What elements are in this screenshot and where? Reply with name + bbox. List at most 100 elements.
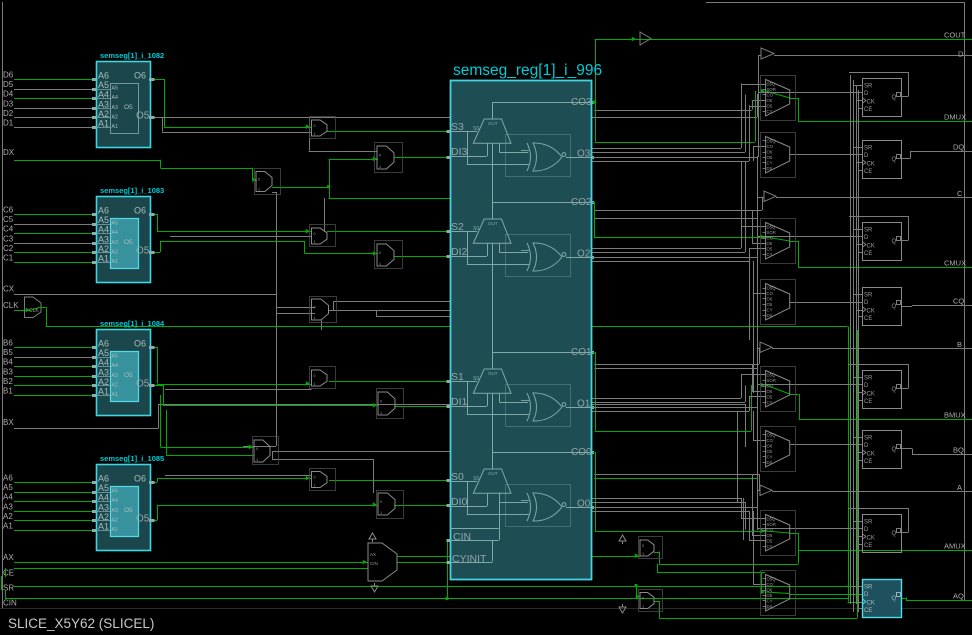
svg-text:OUT: OUT bbox=[488, 471, 498, 476]
svg-text:CO2: CO2 bbox=[571, 197, 592, 208]
svg-text:semseg[1]_i_1085: semseg[1]_i_1085 bbox=[100, 454, 164, 463]
svg-text:CY: CY bbox=[767, 454, 773, 459]
svg-text:0: 0 bbox=[642, 597, 644, 601]
svg-text:1: 1 bbox=[314, 382, 316, 386]
svg-text:O6: O6 bbox=[767, 533, 773, 538]
svg-text:D5Q: D5Q bbox=[767, 81, 776, 86]
svg-text:SR: SR bbox=[864, 146, 873, 152]
svg-text:O5Q: O5Q bbox=[767, 576, 777, 581]
svg-text:CIN: CIN bbox=[370, 561, 378, 566]
svg-text:A1: A1 bbox=[112, 259, 118, 265]
svg-text:DI0: DI0 bbox=[451, 496, 468, 508]
svg-text:B1: B1 bbox=[3, 387, 13, 396]
svg-text:O6: O6 bbox=[767, 389, 773, 394]
svg-text:D2: D2 bbox=[3, 109, 14, 118]
svg-text:XOR: XOR bbox=[767, 230, 776, 235]
svg-text:COUT: COUT bbox=[944, 31, 966, 40]
svg-text:A6: A6 bbox=[3, 474, 13, 483]
svg-text:Q: Q bbox=[892, 304, 897, 310]
svg-text:S0: S0 bbox=[473, 226, 479, 232]
svg-text:A5: A5 bbox=[112, 489, 118, 495]
svg-text:1: 1 bbox=[379, 262, 381, 266]
svg-text:0: 0 bbox=[258, 178, 260, 182]
svg-text:0: 0 bbox=[379, 153, 381, 157]
svg-text:1: 1 bbox=[314, 316, 316, 320]
svg-text:A1: A1 bbox=[98, 522, 109, 532]
svg-text:CO1: CO1 bbox=[571, 347, 592, 358]
svg-text:A1: A1 bbox=[98, 119, 109, 129]
svg-text:CY: CY bbox=[767, 109, 773, 114]
svg-text:O5: O5 bbox=[124, 372, 133, 379]
svg-text:A3: A3 bbox=[112, 508, 118, 514]
svg-text:A4: A4 bbox=[98, 225, 109, 235]
svg-text:0: 0 bbox=[314, 124, 316, 128]
svg-text:DX: DX bbox=[767, 460, 773, 465]
svg-text:O5: O5 bbox=[767, 538, 773, 543]
svg-text:0: 0 bbox=[314, 374, 316, 378]
svg-text:O5: O5 bbox=[136, 379, 150, 390]
svg-text:Q: Q bbox=[892, 157, 897, 163]
svg-text:CK: CK bbox=[867, 309, 875, 315]
svg-text:CO: CO bbox=[767, 144, 774, 149]
svg-text:B4: B4 bbox=[3, 358, 13, 367]
svg-text:SR: SR bbox=[864, 293, 873, 299]
svg-text:OUT: OUT bbox=[488, 121, 498, 126]
svg-text:A2: A2 bbox=[98, 109, 109, 119]
svg-text:D5Q: D5Q bbox=[767, 372, 776, 377]
svg-text:O6: O6 bbox=[134, 339, 146, 349]
svg-text:C2: C2 bbox=[3, 244, 14, 253]
svg-text:BX: BX bbox=[3, 418, 14, 427]
svg-text:1: 1 bbox=[258, 188, 260, 192]
svg-text:A4: A4 bbox=[3, 493, 13, 502]
svg-text:A2: A2 bbox=[112, 249, 118, 255]
svg-text:CY: CY bbox=[767, 307, 773, 312]
svg-text:A1: A1 bbox=[3, 522, 13, 531]
svg-text:1: 1 bbox=[256, 458, 258, 462]
svg-text:AX: AX bbox=[370, 552, 376, 557]
svg-text:A1: A1 bbox=[112, 124, 118, 130]
svg-text:B: B bbox=[957, 340, 962, 349]
svg-text:CE: CE bbox=[864, 251, 872, 257]
svg-text:semseg[1]_i_1083: semseg[1]_i_1083 bbox=[100, 186, 164, 195]
svg-text:O5: O5 bbox=[136, 246, 150, 257]
svg-text:XOR: XOR bbox=[767, 87, 776, 92]
svg-text:A4: A4 bbox=[112, 363, 118, 369]
svg-text:O5: O5 bbox=[767, 302, 773, 307]
svg-text:CQ: CQ bbox=[953, 297, 964, 306]
svg-text:CLK: CLK bbox=[29, 308, 39, 314]
svg-text:D: D bbox=[864, 443, 869, 449]
svg-text:Q: Q bbox=[892, 596, 897, 602]
svg-text:B2: B2 bbox=[3, 377, 13, 386]
svg-text:D: D bbox=[958, 50, 964, 59]
svg-text:A1: A1 bbox=[112, 527, 118, 533]
svg-text:O5: O5 bbox=[136, 514, 150, 525]
svg-text:O5Q: O5Q bbox=[767, 432, 777, 437]
svg-text:S2: S2 bbox=[451, 221, 464, 233]
svg-text:CO: CO bbox=[767, 527, 774, 532]
svg-text:CE: CE bbox=[864, 399, 872, 405]
svg-text:1: 1 bbox=[380, 511, 382, 515]
svg-text:A: A bbox=[957, 483, 962, 492]
svg-text:CE: CE bbox=[864, 608, 872, 614]
svg-text:1: 1 bbox=[314, 132, 316, 136]
svg-text:A2: A2 bbox=[112, 382, 118, 388]
svg-text:SR: SR bbox=[864, 84, 873, 90]
svg-text:O6: O6 bbox=[134, 474, 146, 484]
svg-text:DX: DX bbox=[3, 148, 15, 157]
svg-text:DI1: DI1 bbox=[451, 396, 468, 408]
svg-text:1: 1 bbox=[380, 411, 382, 415]
svg-text:CE: CE bbox=[864, 543, 872, 549]
svg-text:O5: O5 bbox=[124, 239, 133, 246]
svg-text:A4: A4 bbox=[98, 493, 109, 503]
svg-text:A3: A3 bbox=[98, 367, 109, 377]
svg-text:0: 0 bbox=[380, 399, 382, 403]
svg-text:S0: S0 bbox=[473, 376, 479, 382]
svg-text:C6: C6 bbox=[3, 206, 14, 215]
svg-text:0: 0 bbox=[256, 447, 258, 451]
svg-text:A2: A2 bbox=[98, 377, 109, 387]
svg-text:CLK: CLK bbox=[3, 301, 19, 310]
svg-text:A5: A5 bbox=[112, 354, 118, 360]
svg-text:AMUX: AMUX bbox=[944, 542, 966, 551]
svg-text:DI2: DI2 bbox=[451, 246, 468, 258]
svg-text:CK: CK bbox=[867, 536, 875, 542]
